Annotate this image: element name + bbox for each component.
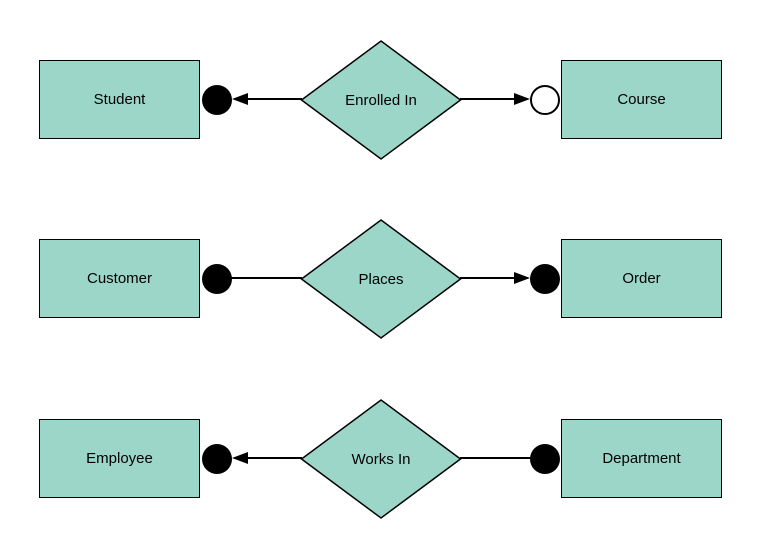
entity-label: Customer — [86, 270, 153, 287]
connector-line — [246, 457, 302, 459]
entity-order: Order — [561, 239, 722, 318]
entity-label: Student — [93, 91, 146, 108]
relationship-diamond-enrolled-in — [300, 40, 462, 160]
arrowhead-right-icon — [514, 93, 530, 105]
filled-circle-terminal — [202, 264, 232, 294]
connector-line — [246, 98, 302, 100]
diamond-shape — [300, 219, 462, 339]
arrowhead-left-icon — [232, 452, 248, 464]
relationship-row-works-in: Employee Works In Department — [0, 399, 761, 519]
filled-circle-terminal — [530, 264, 560, 294]
filled-circle-terminal — [530, 444, 560, 474]
filled-circle-terminal — [202, 444, 232, 474]
diamond-polygon — [300, 399, 462, 519]
entity-label: Department — [602, 450, 681, 467]
diamond-polygon — [300, 219, 462, 339]
connector-line — [460, 457, 531, 459]
diamond-polygon — [300, 40, 462, 160]
connector-line — [460, 277, 516, 279]
relationship-row-places: Customer Places Order — [0, 219, 761, 339]
entity-label: Employee — [86, 450, 153, 467]
entity-label: Order — [622, 270, 661, 287]
diamond-shape — [300, 399, 462, 519]
entity-label: Course — [617, 91, 666, 108]
entity-customer: Customer — [39, 239, 200, 318]
open-circle-terminal — [530, 85, 560, 115]
entity-student: Student — [39, 60, 200, 139]
filled-circle-terminal — [202, 85, 232, 115]
arrowhead-right-icon — [514, 272, 530, 284]
diamond-shape — [300, 40, 462, 160]
arrowhead-left-icon — [232, 93, 248, 105]
connector-line — [231, 277, 302, 279]
connector-line — [460, 98, 516, 100]
entity-employee: Employee — [39, 419, 200, 498]
relationship-diamond-works-in — [300, 399, 462, 519]
entity-department: Department — [561, 419, 722, 498]
relationship-row-enrolled-in: Student Enrolled In Course — [0, 40, 761, 160]
entity-course: Course — [561, 60, 722, 139]
relationship-diamond-places — [300, 219, 462, 339]
